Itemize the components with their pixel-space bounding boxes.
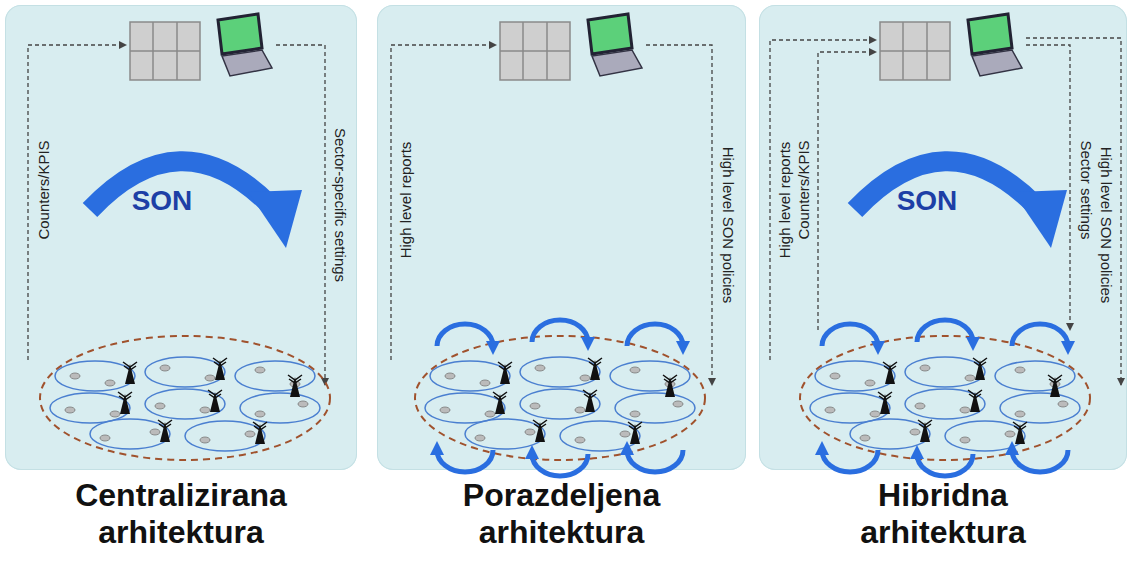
- flow-label: High level reports: [776, 142, 793, 259]
- architecture-panel: Porazdeljena arhitektura: [377, 5, 746, 470]
- panel-caption: Hibridna arhitektura: [798, 477, 1088, 551]
- son-label: SON: [132, 192, 193, 209]
- flow-label: Sector-specific settings: [332, 128, 349, 282]
- flow-label: Counters/KPIS: [35, 140, 52, 239]
- centralized-illustration: [28, 14, 330, 460]
- distributed-illustration: [391, 14, 712, 476]
- flow-label: Counters/KPIS: [795, 140, 812, 239]
- flow-label: High level reports: [397, 142, 414, 259]
- hybrid-illustration: [770, 14, 1121, 476]
- architecture-panel: Hibridna arhitektura: [759, 5, 1127, 470]
- son-label: SON: [897, 192, 958, 209]
- flow-label: Sector settings: [1078, 140, 1095, 239]
- flow-label: High level SON policies: [720, 147, 737, 304]
- architecture-panel: Centralizirana arhitektura: [5, 5, 357, 470]
- flow-label: High level SON policies: [1098, 147, 1115, 304]
- panel-caption: Centralizirana arhitektura: [36, 477, 326, 551]
- panel-caption: Porazdeljena arhitektura: [417, 477, 707, 551]
